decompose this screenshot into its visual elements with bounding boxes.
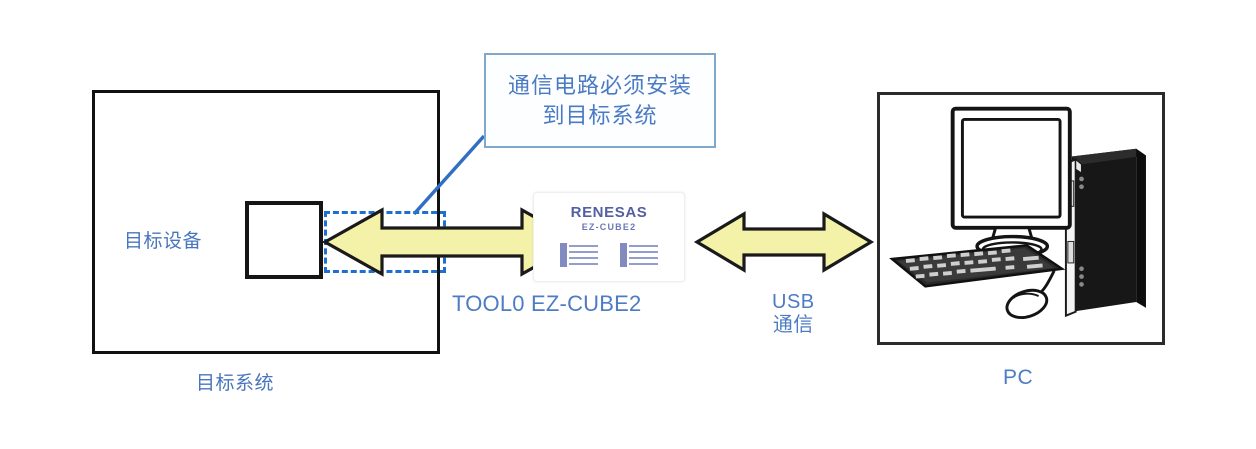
pc-label: PC: [1003, 366, 1034, 389]
tool0-ezcube2-label: TOOL0 EZ-CUBE2: [452, 291, 642, 316]
callout-line-1: 通信电路必须安装: [507, 73, 692, 99]
target-device-label: 目标设备: [124, 231, 203, 252]
callout-line-2: 到目标系统: [542, 102, 658, 128]
ezcube2-board: RENESAS EZ-CUBE2: [533, 192, 685, 282]
pc-monitor: [950, 106, 1072, 258]
usb-connection-label: USB 通信: [772, 291, 815, 337]
pc-keyboard: [889, 244, 1066, 288]
callout-box: 通信电路必须安装 到目标系统: [484, 53, 716, 148]
desktop-computer-icon: [889, 106, 1146, 320]
target-system-label: 目标系统: [196, 373, 275, 394]
target-device-square: [245, 201, 323, 279]
pc-mouse: [1005, 270, 1056, 320]
communication-circuit-dashed-rect: [324, 211, 446, 273]
ezcube2-connector-right: [620, 243, 660, 267]
renesas-logo: RENESAS: [570, 204, 648, 221]
double-arrow-icon-usb: [693, 211, 875, 273]
pc-tower: [1064, 148, 1146, 318]
ezcube2-model-text: EZ-CUBE2: [581, 222, 637, 232]
ezcube2-connector-left: [560, 243, 600, 267]
usb-label-line-1: USB: [772, 291, 815, 313]
pc-box: [877, 92, 1165, 345]
usb-label-line-2: 通信: [772, 314, 814, 337]
